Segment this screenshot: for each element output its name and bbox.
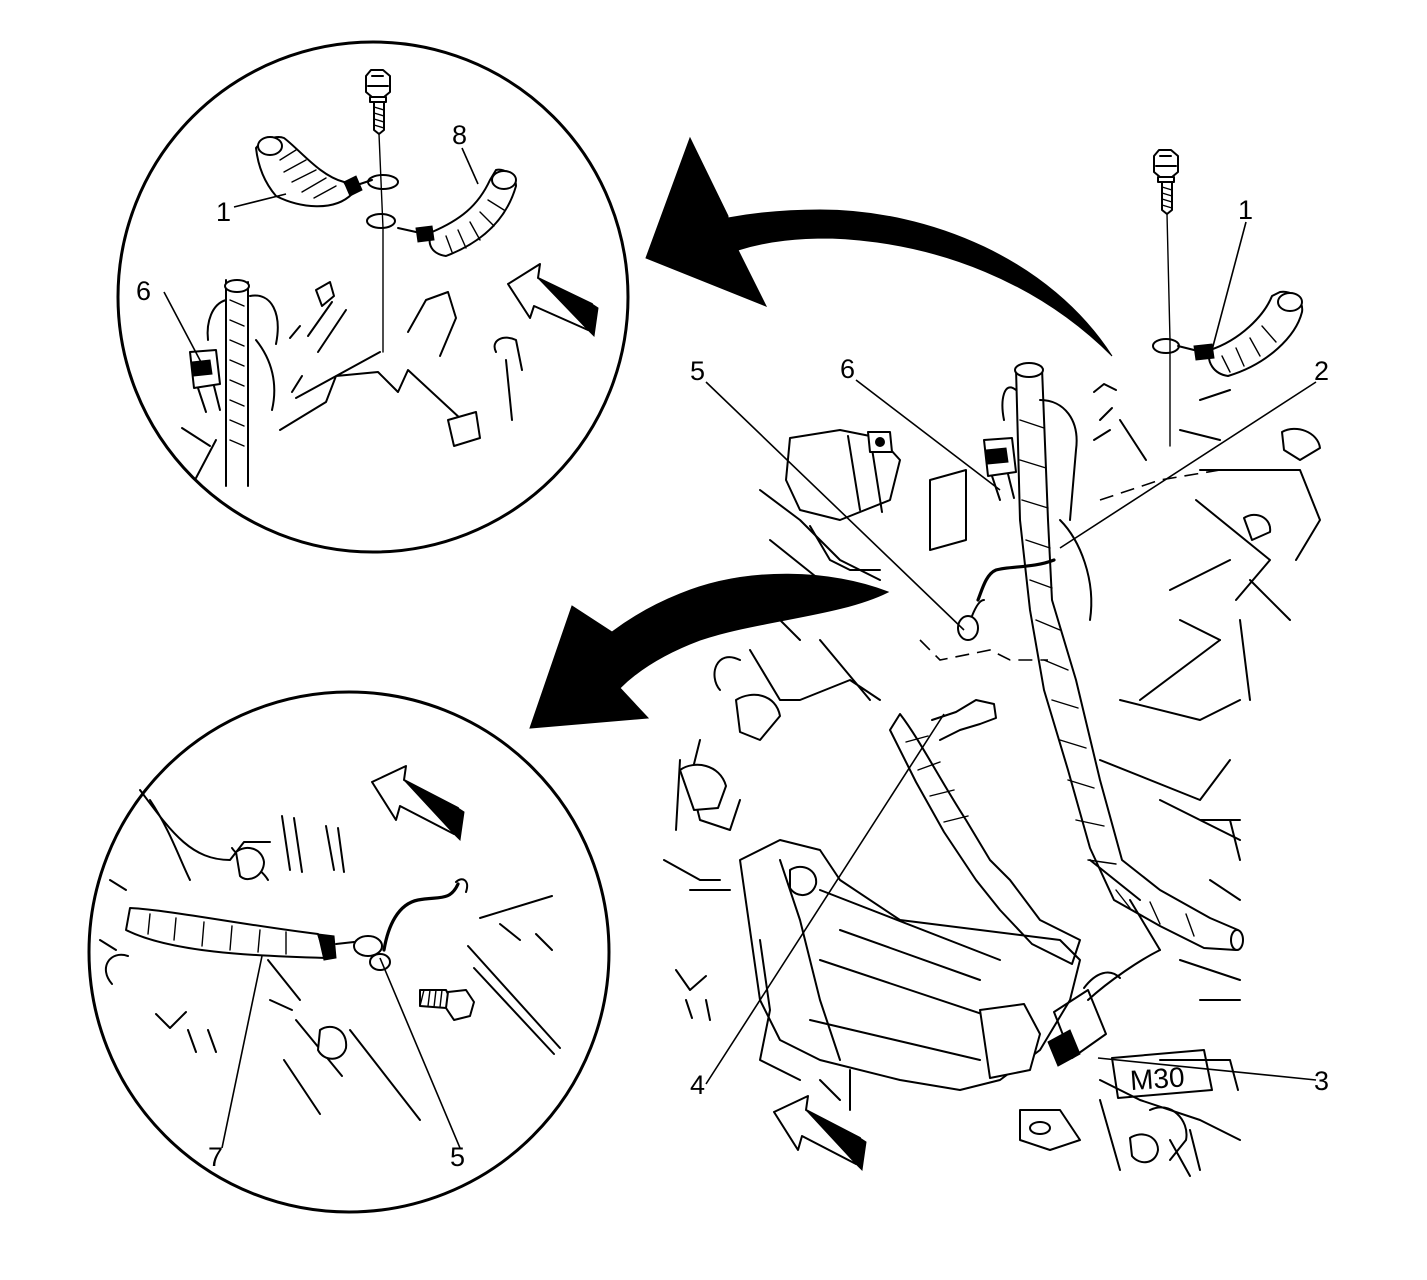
callout-8: 8 bbox=[452, 120, 467, 150]
lower-transfer-arrow bbox=[529, 573, 890, 729]
callouts: 1 8 6 1 2 5 6 4 3 7 5 bbox=[136, 120, 1329, 1172]
callout-2: 2 bbox=[1314, 356, 1329, 386]
callout-4: 4 bbox=[690, 1070, 705, 1100]
front-direction-arrow-icon bbox=[773, 1095, 867, 1172]
ground-strap-icon bbox=[125, 907, 383, 961]
module-label: M30 bbox=[1111, 1049, 1213, 1099]
callout-1-main: 1 bbox=[1238, 195, 1253, 225]
front-direction-arrow-icon bbox=[371, 765, 465, 842]
callout-7: 7 bbox=[208, 1142, 223, 1172]
top-detail-view bbox=[116, 40, 630, 554]
harness-icon bbox=[255, 136, 399, 208]
connector-icon bbox=[983, 437, 1017, 501]
connector-icon bbox=[1047, 949, 1161, 1067]
callout-1-top: 1 bbox=[216, 197, 231, 227]
callout-3: 3 bbox=[1314, 1066, 1329, 1096]
harness-icon bbox=[1001, 362, 1244, 951]
bolt-icon bbox=[365, 69, 391, 135]
bolt-icon bbox=[419, 989, 475, 1021]
front-direction-arrow-icon bbox=[507, 263, 599, 338]
harness-icon bbox=[1152, 290, 1304, 377]
main-assembly-view: M30 bbox=[663, 149, 1321, 1177]
harness-icon bbox=[366, 168, 517, 257]
module-label-text: M30 bbox=[1129, 1061, 1185, 1096]
connector-icon bbox=[189, 349, 221, 413]
callout-6-main: 6 bbox=[840, 354, 855, 384]
bolt-icon bbox=[1153, 149, 1179, 215]
callout-6-top: 6 bbox=[136, 276, 151, 306]
callout-5-bottom: 5 bbox=[450, 1142, 465, 1172]
leader-lines bbox=[163, 147, 1317, 1149]
callout-5-main: 5 bbox=[690, 356, 705, 386]
upper-transfer-arrow bbox=[645, 136, 1113, 357]
bottom-detail-view bbox=[87, 690, 611, 1214]
